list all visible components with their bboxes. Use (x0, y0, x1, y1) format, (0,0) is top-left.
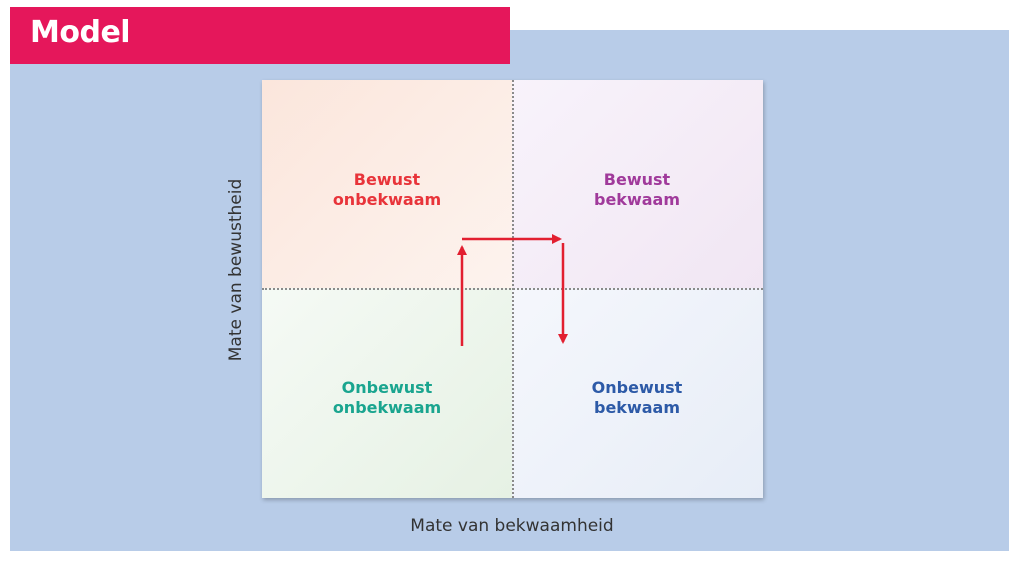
quadrant-top-right (512, 80, 763, 288)
x-axis-label: Mate van bekwaamheid (410, 516, 614, 536)
quadrant-bottom-left (262, 288, 512, 498)
page-title: Model (30, 15, 131, 50)
quadrant-diagram: Bewust onbekwaam Bewust bekwaam Onbewust… (262, 80, 763, 498)
label-onbewust-onbekwaam: Onbewust onbekwaam (332, 378, 442, 417)
y-axis-label: Mate van bewustheid (226, 178, 246, 362)
horizontal-divider (262, 288, 763, 290)
quadrant-top-left (262, 80, 512, 288)
label-bewust-bekwaam: Bewust bekwaam (594, 170, 680, 209)
label-onbewust-bekwaam: Onbewust bekwaam (591, 378, 683, 417)
header-banner: Model (10, 7, 510, 64)
quadrant-bottom-right (512, 288, 763, 498)
label-bewust-onbekwaam: Bewust onbekwaam (332, 170, 442, 209)
